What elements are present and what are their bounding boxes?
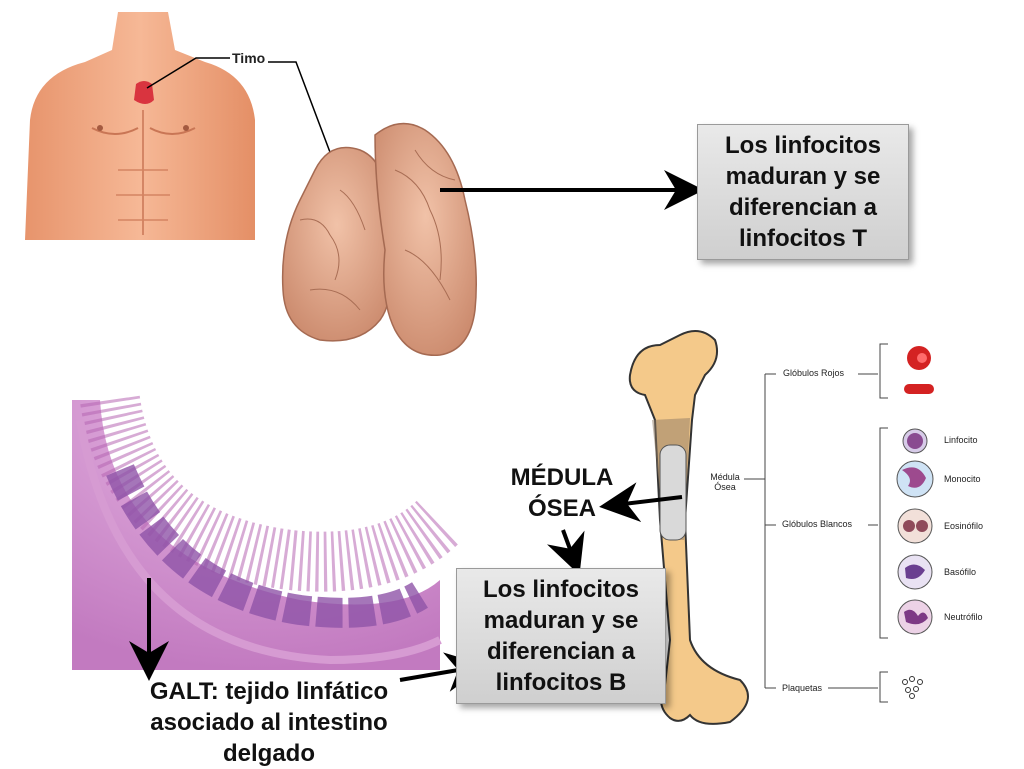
box-t-line-2: maduran y se bbox=[725, 163, 881, 190]
timo-label: Timo bbox=[232, 50, 266, 66]
medula-label-line-2: ÓSEA bbox=[527, 495, 596, 522]
platelets bbox=[902, 676, 923, 699]
femur-bone bbox=[628, 330, 749, 725]
timo-callout-line bbox=[146, 57, 230, 89]
timo-leader-line bbox=[268, 61, 346, 193]
chart-neutrofilo: Neutrófilo bbox=[944, 612, 983, 622]
medula-osea-label: MÉDULA ÓSEA bbox=[500, 462, 624, 524]
galt-caption-line-1: GALT: tejido linfático bbox=[149, 678, 389, 705]
chart-linfocito: Linfocito bbox=[944, 435, 978, 445]
box-t-line-1: Los linfocitos bbox=[725, 132, 881, 159]
box-t-line-4: linfocitos T bbox=[739, 225, 867, 252]
white-cells bbox=[896, 428, 934, 635]
galt-histology bbox=[72, 395, 462, 670]
info-box-linfocitos-t: Los linfocitos maduran y se diferencian … bbox=[697, 124, 909, 260]
galt-caption: GALT: tejido linfático asociado al intes… bbox=[124, 676, 414, 769]
blood-cell-tree bbox=[744, 343, 888, 703]
galt-caption-line-2: asociado al intestino bbox=[150, 709, 388, 736]
medula-label-line-1: MÉDULA bbox=[510, 464, 614, 491]
chart-medula-label: Médula Ósea bbox=[705, 472, 745, 492]
box-b-line-2: maduran y se bbox=[483, 607, 639, 634]
arrow-label-to-box bbox=[546, 529, 585, 576]
box-b-line-4: linfocitos B bbox=[495, 669, 627, 696]
info-box-linfocitos-b: Los linfocitos maduran y se diferencian … bbox=[456, 568, 666, 704]
chart-medula-line-1: Médula bbox=[710, 472, 740, 482]
arrow-marrow-to-label bbox=[599, 482, 683, 523]
thymus-in-body bbox=[134, 81, 154, 104]
chart-basofilo: Basófilo bbox=[944, 567, 977, 577]
galt-caption-line-3: delgado bbox=[222, 740, 315, 767]
chart-eosinofilo: Eosinófilo bbox=[944, 521, 984, 531]
human-torso bbox=[25, 12, 255, 240]
box-b-line-1: Los linfocitos bbox=[483, 576, 639, 603]
red-blood-cells bbox=[904, 346, 934, 394]
chart-medula-line-2: Ósea bbox=[714, 482, 736, 492]
box-b-line-3: diferencian a bbox=[486, 638, 636, 665]
thymus-organ bbox=[281, 122, 477, 357]
chart-plaquetas: Plaquetas bbox=[782, 683, 823, 693]
chart-globulos-blancos: Glóbulos Blancos bbox=[782, 519, 853, 529]
box-t-line-3: diferencian a bbox=[728, 194, 878, 221]
chart-globulos-rojos: Glóbulos Rojos bbox=[783, 368, 845, 378]
chart-monocito: Monocito bbox=[944, 474, 981, 484]
